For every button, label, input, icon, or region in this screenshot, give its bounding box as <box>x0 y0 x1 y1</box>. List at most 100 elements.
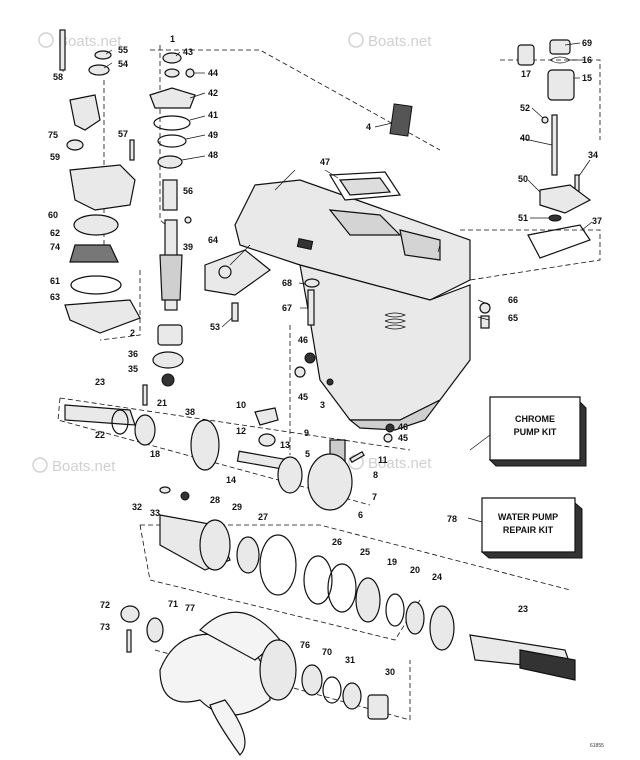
callout-label: 2 <box>130 328 135 338</box>
callout-label: 27 <box>258 512 268 522</box>
leader-lines <box>62 42 593 523</box>
callout-label: 57 <box>118 129 128 139</box>
drawing-code: 61855 <box>590 743 604 749</box>
callout-label: 65 <box>508 313 518 323</box>
callout-label: 62 <box>50 228 60 238</box>
callout-label: 74 <box>50 242 60 252</box>
callout-numbers: 58 55 54 1 43 44 42 41 49 48 75 57 59 60… <box>48 34 602 677</box>
callout-label: 76 <box>300 640 310 650</box>
callout-label: 45 <box>298 392 308 402</box>
callout-label: 1 <box>170 34 175 44</box>
intake-screen <box>389 103 413 137</box>
watermark-text: Boats.net <box>52 458 116 475</box>
callout-label: 21 <box>157 398 167 408</box>
callout-label: 23 <box>95 377 105 387</box>
watermark-mid-right: Boats.net <box>348 454 432 472</box>
callout-label: 70 <box>322 647 332 657</box>
callout-label: 17 <box>521 69 531 79</box>
callout-label: 46 <box>398 422 408 432</box>
callout-label: 19 <box>387 557 397 567</box>
callout-label: 35 <box>128 364 138 374</box>
callout-label: 20 <box>410 565 420 575</box>
chrome-pump-kit-line1: CHROME <box>515 414 555 424</box>
forward-gear-row <box>64 404 365 511</box>
callout-label: 39 <box>183 242 193 252</box>
callout-label: 77 <box>185 603 195 613</box>
callout-label: 31 <box>345 655 355 665</box>
watermark-text: Boats.net <box>58 33 122 50</box>
callout-label: 14 <box>226 475 236 485</box>
watermark-top-right: Boats.net <box>348 32 432 50</box>
callout-label: 9 <box>304 428 309 438</box>
water-pump-kit-line2: REPAIR KIT <box>503 525 554 535</box>
callout-label: 30 <box>385 667 395 677</box>
pinion-gear-group <box>142 324 184 406</box>
callout-label: 29 <box>232 502 242 512</box>
callout-label: 16 <box>582 55 592 65</box>
callout-label: 41 <box>208 110 218 120</box>
water-pump-assembly <box>64 94 141 334</box>
callout-label: 78 <box>447 514 457 524</box>
gearcase-housing <box>234 179 471 431</box>
callout-label: 13 <box>280 440 290 450</box>
callout-label: 18 <box>150 449 160 459</box>
callout-label: 32 <box>132 502 142 512</box>
callout-label: 72 <box>100 600 110 610</box>
callout-label: 40 <box>520 133 530 143</box>
callout-label: 38 <box>185 407 195 417</box>
water-pump-kit-line1: WATER PUMP <box>498 512 558 522</box>
watermark-text: Boats.net <box>368 33 432 50</box>
callout-label: 52 <box>520 103 530 113</box>
callout-label: 44 <box>208 68 218 78</box>
callout-label: 59 <box>50 152 60 162</box>
propeller-assembly <box>120 605 389 756</box>
watermark-top-left: Boats.net <box>38 32 122 50</box>
chrome-pump-kit-line2: PUMP KIT <box>514 427 557 437</box>
chrome-pump-kit-box: CHROME PUMP KIT <box>488 396 587 467</box>
bearing-carrier-row <box>159 486 576 681</box>
callout-label: 75 <box>48 130 58 140</box>
water-pump-repair-kit-box: WATER PUMP REPAIR KIT <box>480 497 583 559</box>
shift-spring-assembly <box>294 302 491 443</box>
callout-label: 15 <box>582 73 592 83</box>
callout-label: 50 <box>518 174 528 184</box>
callout-label: 53 <box>210 322 220 332</box>
callout-label: 68 <box>282 278 292 288</box>
callout-label: 36 <box>128 349 138 359</box>
callout-label: 58 <box>53 72 63 82</box>
callout-label: 26 <box>332 537 342 547</box>
callout-label: 56 <box>183 186 193 196</box>
callout-label: 71 <box>168 599 178 609</box>
callout-label: 64 <box>208 235 218 245</box>
callout-label: 66 <box>508 295 518 305</box>
callout-label: 48 <box>208 150 218 160</box>
shift-linkage <box>204 249 320 326</box>
callout-label: 51 <box>518 213 528 223</box>
callout-label: 49 <box>208 130 218 140</box>
water-intake-grate <box>328 171 402 201</box>
callout-label: 73 <box>100 622 110 632</box>
callout-label: 6 <box>358 510 363 520</box>
callout-label: 47 <box>320 157 330 167</box>
callout-label: 8 <box>373 470 378 480</box>
driveshaft-assembly <box>59 29 196 311</box>
watermark-mid-left: Boats.net <box>32 457 116 475</box>
callout-label: 42 <box>208 88 218 98</box>
callout-label: 43 <box>183 47 193 57</box>
callout-label: 4 <box>366 122 371 132</box>
callout-label: 12 <box>236 426 246 436</box>
callout-label: 60 <box>48 210 58 220</box>
callout-label: 28 <box>210 495 220 505</box>
callout-label: 22 <box>95 430 105 440</box>
callout-label: 67 <box>282 303 292 313</box>
callout-label: 46 <box>298 335 308 345</box>
callout-label: 10 <box>236 400 246 410</box>
shift-rod-cover-assembly <box>517 39 592 259</box>
callout-label: 24 <box>432 572 442 582</box>
callout-label: 34 <box>588 150 598 160</box>
callout-label: 7 <box>372 492 377 502</box>
callout-label: 33 <box>150 508 160 518</box>
callout-label: 23 <box>518 604 528 614</box>
watermark-text: Boats.net <box>368 455 432 472</box>
callout-label: 37 <box>592 216 602 226</box>
